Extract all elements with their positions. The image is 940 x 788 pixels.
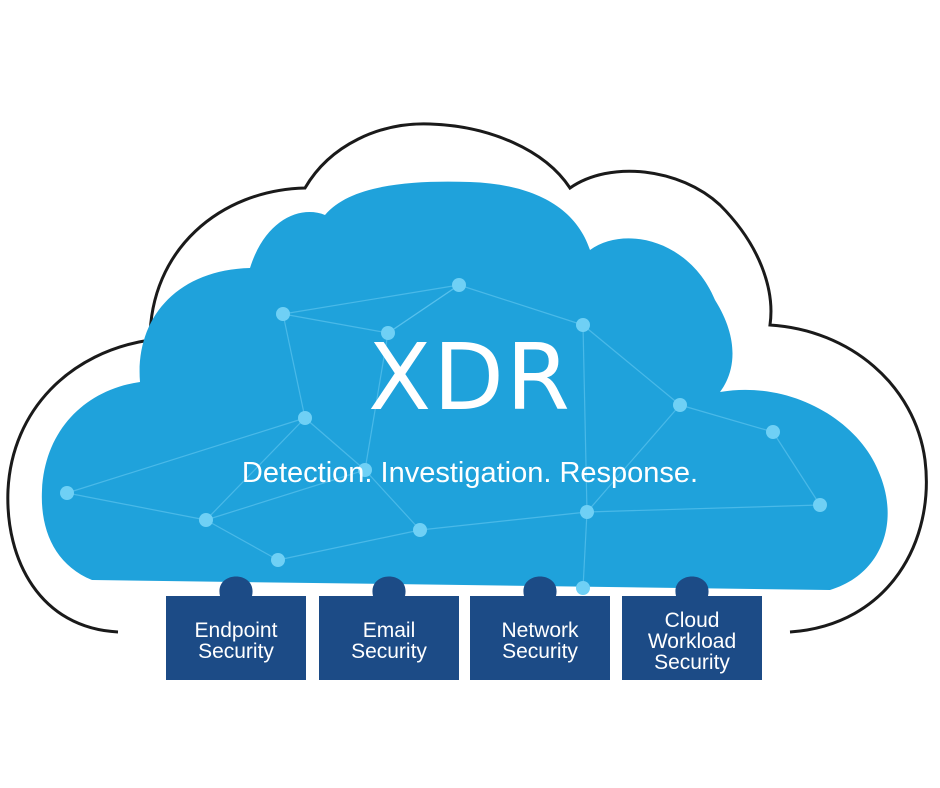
network-line (586, 404, 681, 513)
network-node (766, 425, 780, 439)
module-label-line: Network (501, 619, 579, 642)
network-lines (66, 284, 821, 589)
cloud-fill (41, 181, 888, 590)
network-line (387, 284, 460, 334)
network-node (298, 411, 312, 425)
network-node (60, 486, 74, 500)
network-node (199, 513, 213, 527)
module-label-email-security: Email Security (319, 604, 459, 678)
network-line (582, 511, 588, 589)
network-node (452, 278, 466, 292)
diagram-title: XDR (368, 324, 572, 431)
diagram-subtitle: Detection. Investigation. Response. (241, 457, 699, 489)
network-node (673, 398, 687, 412)
network-line (582, 324, 681, 406)
network-node (580, 505, 594, 519)
module-label-cloud-workload-security: Cloud Workload Security (622, 602, 762, 680)
network-node (576, 318, 590, 332)
network-line (282, 313, 389, 334)
network-line (582, 324, 588, 513)
module-label-network-security: Network Security (470, 604, 610, 678)
network-line (586, 504, 821, 513)
network-line (66, 417, 306, 494)
network-line (364, 332, 389, 471)
module-label-line: Workload (647, 629, 737, 653)
network-line (419, 511, 588, 531)
network-line (772, 431, 821, 506)
network-node (271, 553, 285, 567)
module-label-line: Cloud (664, 608, 720, 632)
module-label-line: Email (362, 619, 416, 642)
module-label-line: Security (502, 640, 578, 663)
network-line (364, 469, 421, 531)
network-line (282, 284, 460, 315)
network-line (458, 284, 584, 326)
network-line (679, 404, 774, 433)
network-line (282, 313, 306, 419)
network-line (205, 519, 279, 561)
network-node (276, 307, 290, 321)
module-label-line: Endpoint (194, 619, 278, 642)
network-node (576, 581, 590, 595)
puzzle-piece-icon (166, 576, 306, 680)
network-node (358, 463, 372, 477)
network-node (813, 498, 827, 512)
network-nodes (60, 278, 827, 595)
puzzle-piece-icon (319, 576, 459, 680)
network-line (66, 492, 207, 521)
cloud-outline (6, 122, 928, 634)
module-label-line: Security (198, 640, 274, 663)
module-label-line: Security (654, 650, 730, 674)
puzzle-piece-icon (622, 576, 762, 680)
network-node (413, 523, 427, 537)
puzzle-piece-icon (470, 576, 610, 680)
module-label-endpoint-security: Endpoint Security (166, 604, 306, 678)
network-node (381, 326, 395, 340)
network-line (304, 417, 366, 471)
module-puzzle-pieces (166, 576, 762, 680)
network-line (277, 529, 421, 561)
module-label-line: Security (351, 640, 427, 663)
network-line (205, 417, 306, 521)
network-line (205, 469, 366, 521)
